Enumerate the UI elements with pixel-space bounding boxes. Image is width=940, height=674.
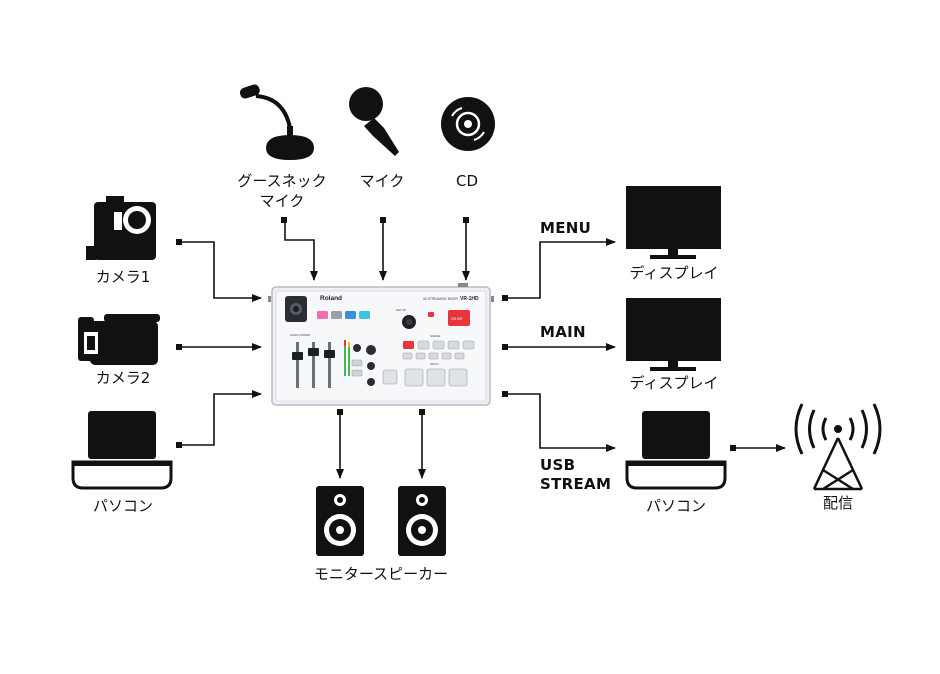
gooseneck-mic-label: グースネック マイク: [237, 172, 327, 210]
display-menu-icon: [626, 186, 721, 259]
pc-output-label: パソコン: [645, 497, 707, 515]
speaker-left-icon: [316, 486, 364, 556]
menu-output-label: MENU: [540, 219, 592, 237]
main-output-label: MAIN: [540, 323, 586, 341]
camcorder-icon: [78, 314, 160, 365]
device-audio-label: AUDIO MIXER: [290, 333, 311, 337]
device-brand: Roland: [320, 295, 342, 302]
device-onair-label: ON AIR: [451, 317, 463, 321]
camera2-label: カメラ2: [95, 369, 151, 387]
pc-input-label: パソコン: [92, 497, 154, 515]
vr1hd-device: Roland AV STREAMING MIXER VR-1HD SETUP O…: [268, 283, 494, 406]
cd-icon: [441, 97, 495, 151]
mic-label: マイク: [359, 172, 405, 190]
laptop-input-icon: [71, 411, 173, 490]
usb-stream-label: USB STREAM: [540, 456, 612, 493]
device-model: VR-1HD: [460, 296, 479, 302]
gooseneck-mic-icon: [239, 84, 314, 160]
connection-lines: [180, 220, 786, 479]
speakers-label: モニタースピーカー: [313, 565, 449, 583]
action-camera-icon: [86, 196, 156, 260]
camera1-label: カメラ1: [95, 268, 151, 286]
speaker-right-icon: [398, 486, 446, 556]
broadcast-tower-icon: [794, 403, 882, 491]
display-main-icon: [626, 298, 721, 371]
broadcast-label: 配信: [822, 494, 854, 512]
device-scene-label: SCENE: [430, 334, 440, 338]
connection-endpoints: [176, 217, 736, 451]
microphone-icon: [349, 87, 399, 156]
display1-label: ディスプレイ: [629, 264, 719, 282]
laptop-output-icon: [625, 411, 727, 490]
device-input-label: INPUT: [430, 362, 439, 366]
cd-label: CD: [455, 172, 479, 190]
device-setup-label: SETUP: [396, 308, 406, 312]
display2-label: ディスプレイ: [629, 374, 719, 392]
device-subtitle: AV STREAMING MIXER: [423, 297, 459, 301]
